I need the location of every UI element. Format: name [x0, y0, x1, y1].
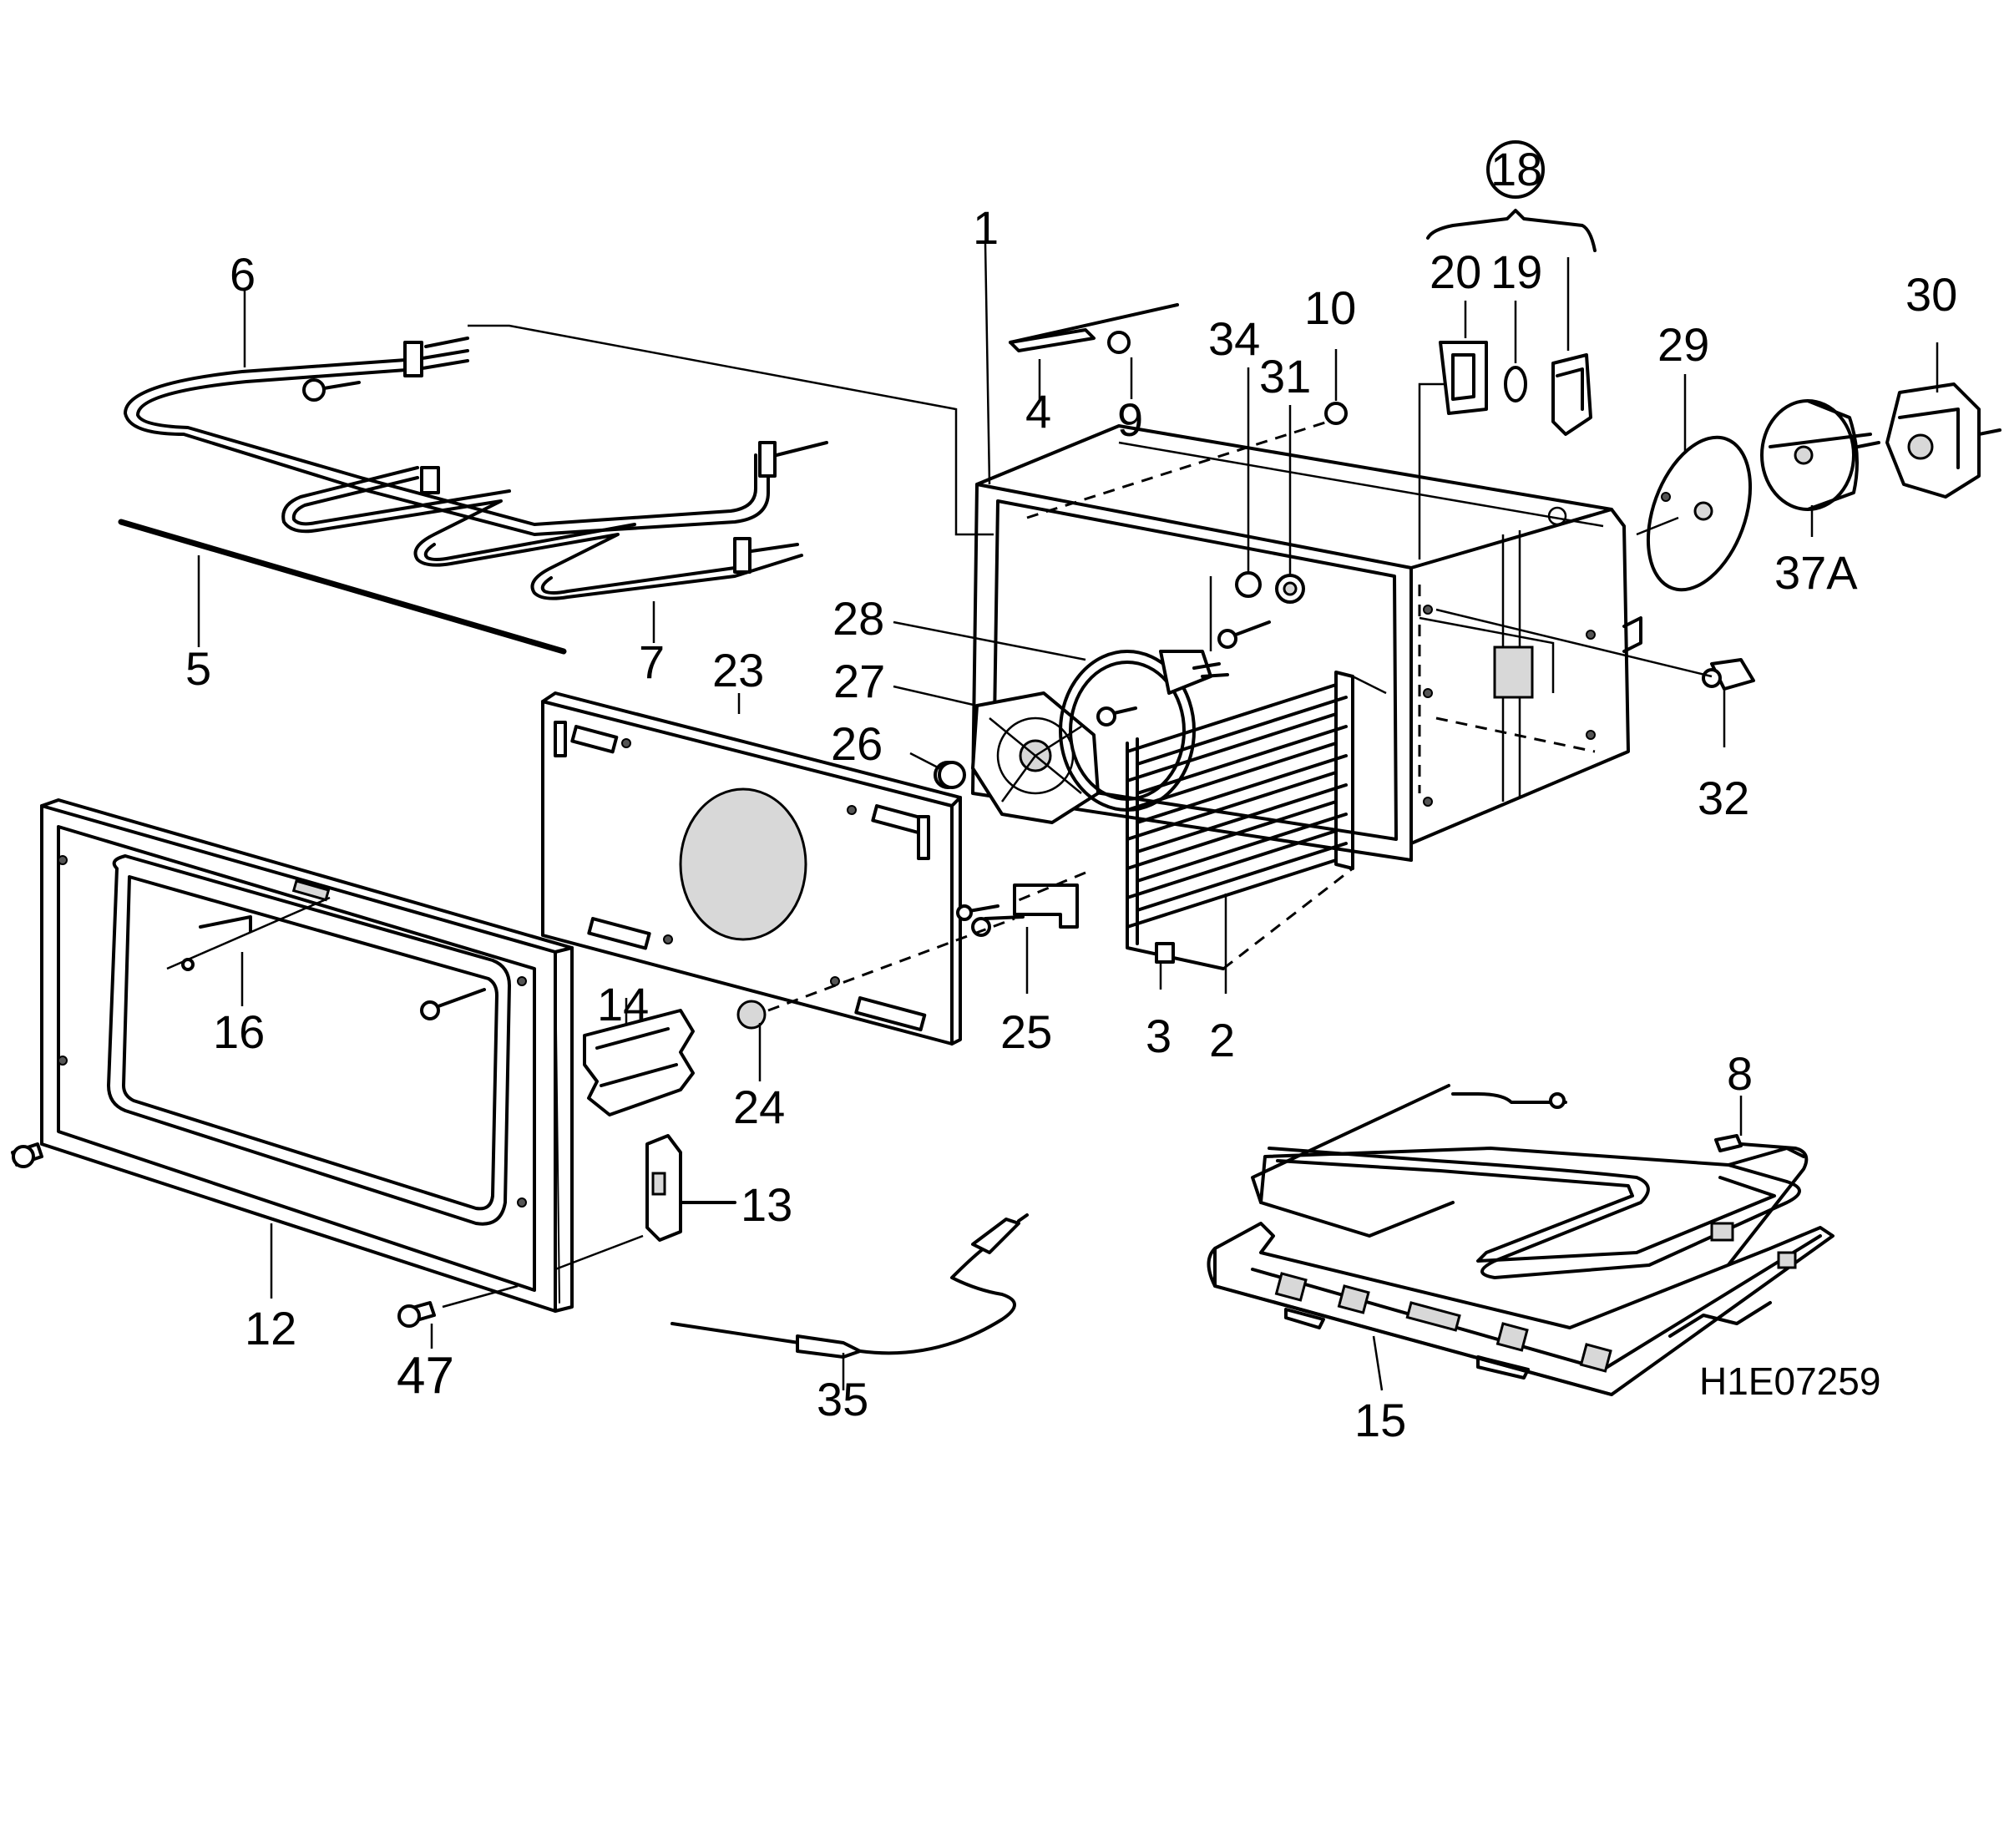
temperature-probe	[671, 1213, 1029, 1359]
label-47: 47	[397, 1347, 454, 1405]
label-6: 6	[230, 248, 256, 301]
label-1: 1	[973, 201, 999, 254]
label-4: 4	[1025, 385, 1051, 438]
label-31: 31	[1259, 350, 1311, 403]
label-23: 23	[712, 644, 764, 696]
label-20: 20	[1430, 246, 1481, 298]
rack-clip	[1155, 942, 1175, 964]
shelf-rack	[1126, 671, 1354, 970]
label-19: 19	[1490, 246, 1542, 298]
label-28: 28	[832, 592, 884, 645]
label-24: 24	[733, 1081, 785, 1133]
label-14: 14	[597, 978, 649, 1030]
label-9: 9	[1117, 393, 1143, 446]
grill-element	[124, 337, 828, 600]
label-34: 34	[1208, 312, 1260, 365]
fan-motor-housing	[1760, 399, 1859, 511]
lamp-bulb	[1504, 366, 1527, 403]
label-5: 5	[185, 642, 211, 695]
fastener-nut	[736, 1000, 767, 1030]
label-3: 3	[1146, 1010, 1172, 1062]
lamp-cover	[1551, 353, 1592, 436]
label-27: 27	[833, 655, 885, 707]
label-2: 2	[1209, 1014, 1235, 1066]
label-35: 35	[817, 1373, 868, 1425]
label-30: 30	[1905, 268, 1957, 321]
label-12: 12	[245, 1302, 296, 1354]
label-32: 32	[1698, 772, 1749, 824]
label-10: 10	[1304, 281, 1356, 334]
bracket	[1013, 883, 1079, 929]
fan-guard-panel	[541, 691, 962, 1046]
label-18: 18	[1490, 143, 1542, 195]
label-25: 25	[1000, 1005, 1052, 1058]
bottom-heating-element	[1251, 1084, 1809, 1288]
lamp-frame	[1439, 341, 1488, 415]
label-37a: 37A	[1774, 546, 1858, 599]
label-29: 29	[1657, 318, 1709, 371]
label-16: 16	[213, 1005, 265, 1058]
label-13: 13	[741, 1178, 792, 1231]
door-frame	[40, 798, 574, 1313]
label-15: 15	[1354, 1394, 1406, 1446]
fan-wheel	[971, 691, 1100, 824]
label-8: 8	[1727, 1047, 1753, 1100]
label-26: 26	[831, 717, 883, 770]
label-7: 7	[639, 635, 665, 688]
leader-lines	[197, 243, 1939, 1391]
bottom-tray	[1207, 1222, 1834, 1396]
drawing-code: H1E07259	[1699, 1359, 1880, 1403]
part-labels: 1 2 3 4 5 6 7 8 9 10 12 13 14 15 16 18 1…	[185, 143, 1957, 1446]
motor-unit	[1856, 382, 2001, 499]
hinge-plate	[583, 1009, 695, 1116]
